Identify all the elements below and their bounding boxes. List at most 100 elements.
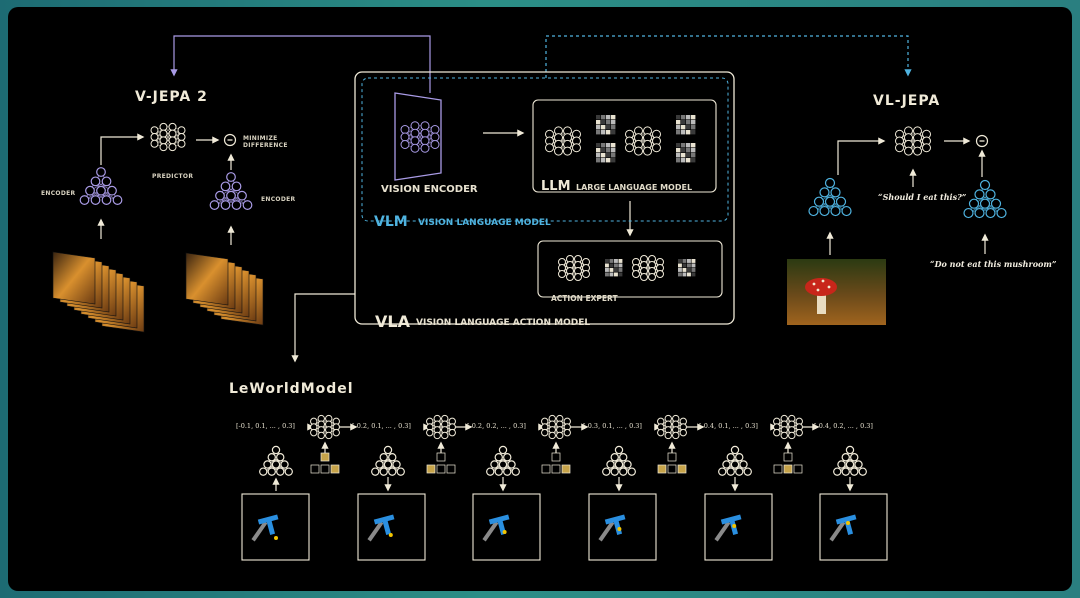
vljepa-encoder-to-predictor-arrow xyxy=(837,137,886,175)
net-node xyxy=(101,195,112,205)
net-node xyxy=(150,133,159,141)
net-node xyxy=(837,460,846,469)
net-node xyxy=(735,467,744,476)
net-node xyxy=(159,122,168,131)
net-node xyxy=(276,467,285,476)
action-grid-2 xyxy=(678,259,696,277)
net-node xyxy=(426,428,434,437)
net-node xyxy=(310,428,318,437)
key-0 xyxy=(426,464,436,474)
vjepa-encoder-right xyxy=(209,172,253,210)
net-node xyxy=(85,185,95,196)
net-node xyxy=(90,176,101,187)
net-node xyxy=(850,453,859,462)
target-dot xyxy=(502,530,507,534)
net-node xyxy=(396,467,405,476)
net-node xyxy=(841,205,852,217)
connector-lines xyxy=(97,35,989,492)
net-node xyxy=(511,467,520,476)
net-node xyxy=(619,467,628,476)
vjepa-encoder-right-label: ENCODER xyxy=(261,196,296,203)
t-piece-shadow xyxy=(829,521,846,542)
latent-vector-3: [-0.3, 0.1, ... , 0.3] xyxy=(583,422,642,430)
key-0 xyxy=(773,464,783,474)
minimize-label: MINIMIZE xyxy=(243,135,278,142)
net-node xyxy=(90,195,101,205)
observation-encoder xyxy=(602,445,636,476)
net-node xyxy=(494,467,503,476)
net-node xyxy=(730,445,740,455)
net-node xyxy=(730,460,740,469)
net-node xyxy=(841,467,850,476)
net-node xyxy=(735,453,744,462)
llm-full-label: LARGE LANGUAGE MODEL xyxy=(576,183,693,192)
net-node xyxy=(841,453,850,462)
net-node xyxy=(582,270,590,278)
net-node xyxy=(231,200,242,210)
answer-caption: “Do not eat this mushroom” xyxy=(930,259,1057,269)
net-node xyxy=(433,431,441,440)
net-node xyxy=(833,467,842,476)
net-node xyxy=(420,121,430,131)
net-node xyxy=(168,143,177,152)
vjepa-predictor-label: PREDICTOR xyxy=(152,173,194,180)
action-net-2 xyxy=(632,255,664,281)
net-node xyxy=(410,128,420,138)
net-node xyxy=(400,140,410,149)
net-node xyxy=(400,132,410,142)
net-node xyxy=(845,445,855,455)
net-node xyxy=(679,428,687,437)
net-node xyxy=(824,196,836,207)
vla-to-leworldmodel-arrow xyxy=(291,293,355,363)
action-expert-box xyxy=(537,240,723,298)
key-up xyxy=(783,452,793,462)
net-node xyxy=(904,146,913,156)
net-node xyxy=(150,139,159,148)
net-node xyxy=(548,431,556,440)
net-node xyxy=(574,273,582,281)
vision-encoder-net xyxy=(400,121,440,153)
net-node xyxy=(773,428,781,437)
net-node xyxy=(895,143,904,153)
net-node xyxy=(490,460,499,469)
net-node xyxy=(430,140,440,149)
net-node xyxy=(545,143,554,153)
net-node xyxy=(486,467,495,476)
net-node xyxy=(985,207,996,219)
net-node xyxy=(985,189,996,200)
key-0 xyxy=(657,464,667,474)
net-node xyxy=(271,445,281,455)
net-node xyxy=(619,453,628,462)
net-node xyxy=(383,445,393,455)
observation-encoder xyxy=(833,445,867,476)
latent-predictor-net xyxy=(657,414,687,440)
observation-frame xyxy=(357,493,426,561)
net-node xyxy=(623,460,632,469)
net-node xyxy=(410,136,420,146)
vjepa-encoder-left xyxy=(79,167,123,205)
net-node xyxy=(974,189,985,200)
net-node xyxy=(813,196,825,207)
latent-predictor-net xyxy=(310,414,340,440)
net-node xyxy=(726,453,735,462)
net-node xyxy=(556,431,564,440)
net-node xyxy=(159,136,168,145)
net-node xyxy=(168,129,177,138)
net-node xyxy=(610,453,619,462)
net-node xyxy=(913,146,922,156)
net-node xyxy=(383,460,393,469)
net-node xyxy=(602,467,611,476)
observation-frame xyxy=(588,493,657,561)
net-node xyxy=(640,273,648,281)
net-node xyxy=(96,167,106,177)
vla-to-vjepa-arrow xyxy=(170,35,431,93)
key-0 xyxy=(541,464,551,474)
mushroom-photo xyxy=(787,259,886,325)
net-node xyxy=(325,431,333,440)
action-keys xyxy=(657,452,687,474)
diagram-shapes xyxy=(52,71,989,561)
t-piece-shadow xyxy=(367,521,384,542)
net-node xyxy=(854,460,863,469)
vlm-dashed-box xyxy=(361,77,729,222)
